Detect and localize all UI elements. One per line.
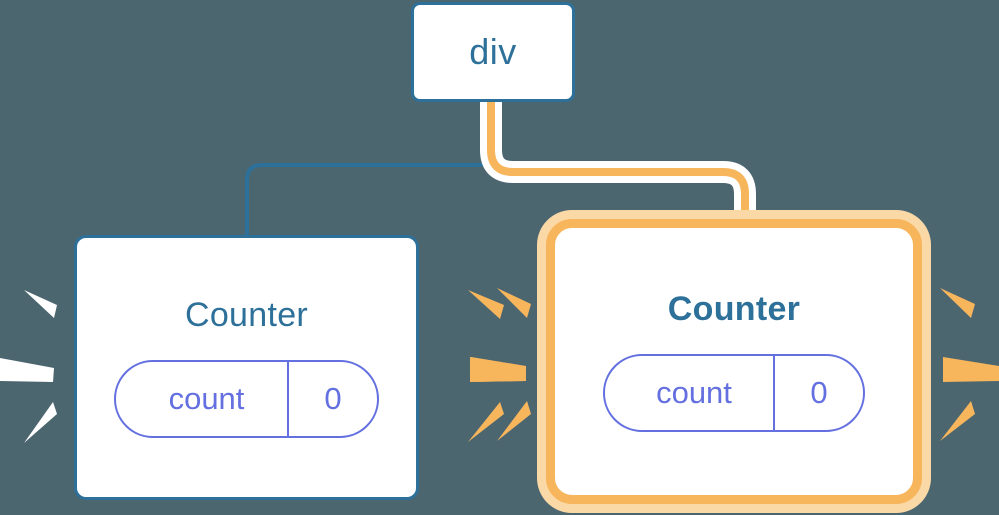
sparkles-left-inner-icon <box>471 288 531 441</box>
counter-right-state-value: 0 <box>810 375 828 410</box>
counter-card-left[interactable]: Counter count 0 <box>74 235 419 500</box>
counter-left-state-key: count <box>168 381 245 416</box>
counter-right-state-pill[interactable]: count 0 <box>603 353 865 432</box>
counter-card-left-body: Counter count 0 <box>77 238 416 497</box>
pill-divider <box>287 361 289 436</box>
edge-to-left-counter <box>245 100 495 237</box>
counter-card-right[interactable]: Counter count 0 <box>546 219 922 504</box>
counter-right-state-key: count <box>656 375 732 410</box>
counter-left-state-value: 0 <box>324 381 342 416</box>
sparkles-right-inner-icon <box>468 290 525 442</box>
sparkles-left-outer-icon <box>0 290 57 443</box>
counter-card-right-body: Counter count 0 <box>555 228 913 495</box>
node-div[interactable]: div <box>411 2 575 102</box>
counter-right-title: Counter <box>667 289 801 328</box>
node-div-label: div <box>469 31 517 72</box>
counter-left-title: Counter <box>184 295 309 334</box>
sparkles-right-outer-icon <box>940 288 999 441</box>
counter-left-state-pill[interactable]: count 0 <box>114 359 379 438</box>
pill-divider <box>773 355 775 430</box>
